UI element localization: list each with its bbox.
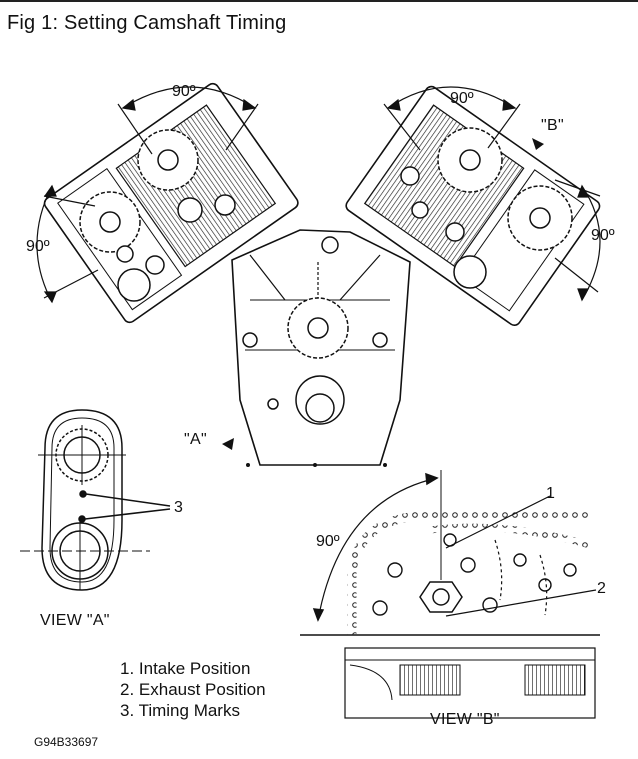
figure-title: Fig 1: Setting Camshaft Timing <box>7 12 287 34</box>
legend-item: 3. Timing Marks <box>120 701 240 720</box>
legend-item: 2. Exhaust Position <box>120 680 266 699</box>
angle-label-top-right: 90º <box>450 90 474 107</box>
view-a-caption: VIEW "A" <box>40 612 110 629</box>
angle-arcs <box>36 86 601 304</box>
legend: 1. Intake Position 2. Exhaust Position 3… <box>120 658 266 721</box>
right-cam-sprockets <box>400 127 573 289</box>
angle-label-left: 90º <box>26 238 50 255</box>
angle-label-top-left: 90º <box>172 83 196 100</box>
view-a-marker: "A" <box>184 431 207 448</box>
angle-label-view-b: 90º <box>316 533 340 550</box>
crank-sprockets <box>242 236 388 425</box>
callout-2: 2 <box>597 580 606 597</box>
figure-header: Fig 1: Setting Camshaft Timing <box>0 0 638 44</box>
view-a-detail <box>20 409 171 591</box>
header-rule <box>0 0 638 2</box>
view-b-arrow <box>532 138 544 150</box>
callout-1: 1 <box>546 485 555 502</box>
view-b-caption: VIEW "B" <box>430 711 500 728</box>
view-b-marker: "B" <box>541 117 564 134</box>
engine-diagram: 1 2 3 <box>20 82 606 719</box>
figure-code: G94B33697 <box>34 735 99 749</box>
callout-3: 3 <box>174 499 183 516</box>
view-a-arrow <box>222 438 234 450</box>
view-b-detail <box>300 470 600 719</box>
left-cam-sprockets <box>79 129 236 302</box>
timing-chains <box>249 254 381 301</box>
legend-item: 1. Intake Position <box>120 659 251 678</box>
angle-label-right: 90º <box>591 227 615 244</box>
oil-pan-holes <box>246 463 387 467</box>
